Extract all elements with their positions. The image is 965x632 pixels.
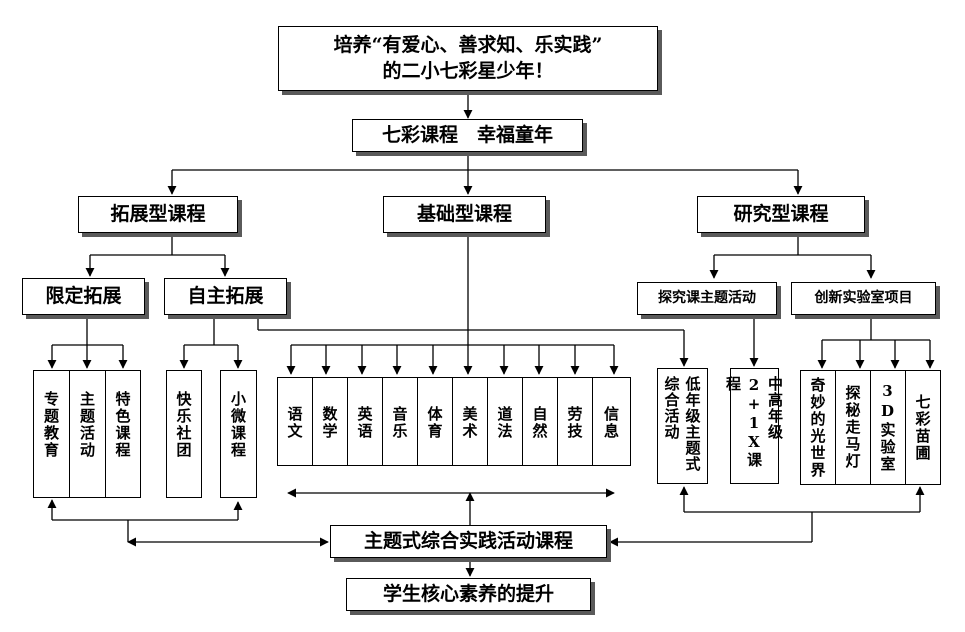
basic-item-5: 体育 [417, 377, 453, 466]
branch-research: 研究型课程 [697, 196, 865, 233]
extend-limited: 限定拓展 [22, 278, 145, 315]
basic-item-4: 音乐 [382, 377, 418, 466]
basic-item-10: 信息 [592, 377, 631, 466]
research-inquiry: 探究课主题活动 [637, 282, 777, 315]
goal-box: 培养“有爱心、善求知、乐实践” 的二小七彩星少年！ [278, 26, 658, 91]
inquiry-item-1: 低年级主题式综合活动 [657, 368, 708, 484]
basic-item-6: 美术 [452, 377, 488, 466]
core-box: 七彩课程 幸福童年 [352, 119, 583, 152]
lab-item-2: 探秘走马灯 [835, 370, 871, 485]
lab-item-3: 3D实验室 [870, 370, 906, 485]
limited-item-2: 主题活动 [69, 370, 106, 498]
goal-line1: 培养“有爱心、善求知、乐实践” [333, 33, 603, 56]
self-item-2: 小微课程 [220, 370, 257, 498]
practice-box: 主题式综合实践活动课程 [330, 525, 607, 558]
goal-line2: 的二小七彩星少年！ [382, 59, 554, 82]
result-box: 学生核心素养的提升 [346, 578, 591, 611]
basic-item-3: 英语 [347, 377, 383, 466]
basic-item-1: 语文 [277, 377, 313, 466]
limited-item-1: 专题教育 [33, 370, 70, 498]
branch-basic: 基础型课程 [383, 196, 546, 233]
basic-item-9: 劳技 [557, 377, 593, 466]
basic-item-2: 数学 [312, 377, 348, 466]
inquiry-item-2: 中高年级2+1X课程 [724, 368, 784, 484]
limited-item-3: 特色课程 [105, 370, 141, 498]
lab-item-1: 奇妙的光世界 [800, 370, 836, 485]
extend-self: 自主拓展 [164, 278, 287, 315]
basic-item-7: 道法 [487, 377, 523, 466]
branch-extend: 拓展型课程 [78, 196, 238, 233]
lab-item-4: 七彩苗圃 [905, 370, 941, 485]
self-item-1: 快乐社团 [166, 370, 202, 498]
research-lab: 创新实验室项目 [791, 282, 936, 315]
basic-item-8: 自然 [522, 377, 558, 466]
